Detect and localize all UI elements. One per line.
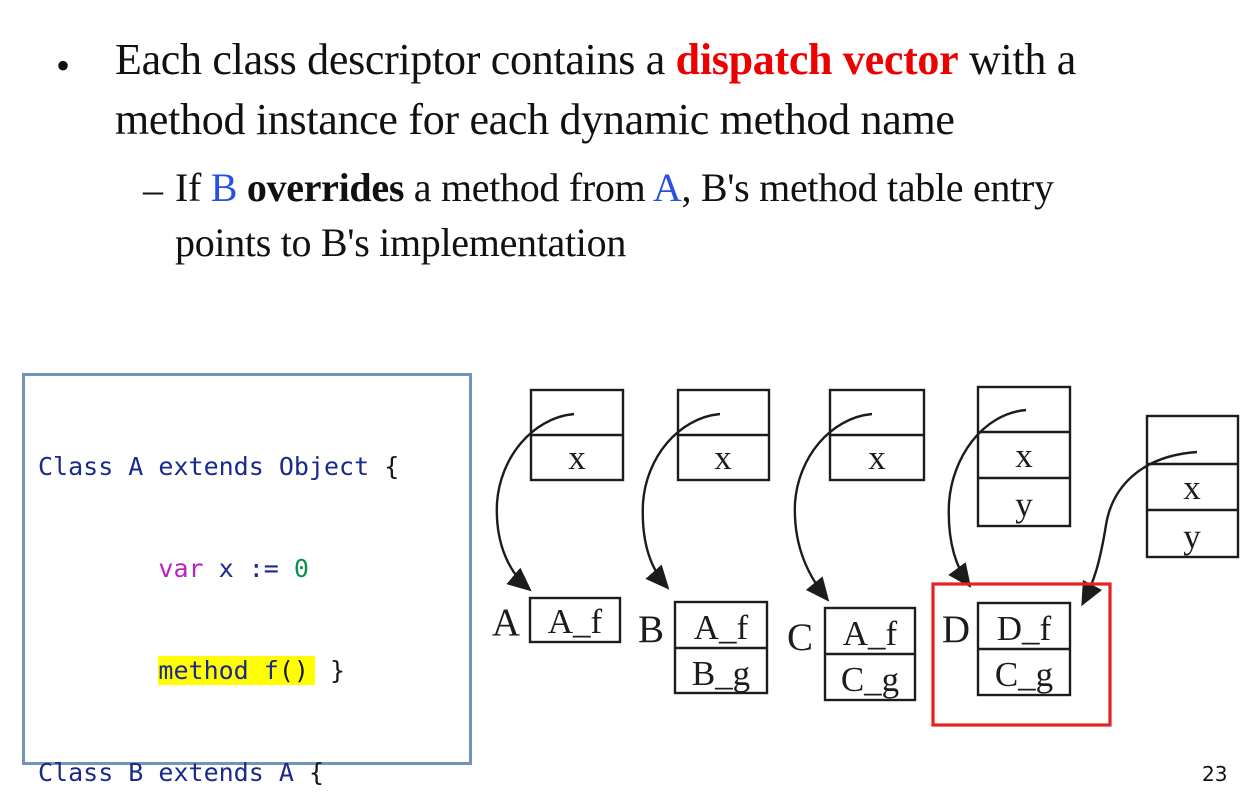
pointer-arrow-c bbox=[793, 412, 873, 602]
table-entry-a-f: A_f bbox=[548, 602, 603, 641]
bullet2-seg4: , B's method table entry bbox=[681, 165, 1054, 210]
bullet-marker: • bbox=[56, 43, 71, 88]
dispatch-vector-diagram: x x x x y x y A B C D A_f A_f B_g A_f C_… bbox=[492, 385, 1240, 727]
object-record-d2 bbox=[1145, 414, 1240, 559]
dispatch-table-b bbox=[673, 600, 769, 695]
pointer-arrow-b bbox=[641, 412, 721, 590]
dispatch-table-c bbox=[823, 606, 917, 702]
code-line-var-x: var x := 0 bbox=[158, 554, 309, 583]
field-x-label: x bbox=[568, 438, 586, 477]
bullet1-text: Each class descriptor contains a dispatc… bbox=[115, 30, 1245, 150]
class-letter-d: D bbox=[942, 608, 970, 651]
bullet2-seg1: If bbox=[175, 165, 211, 210]
object-record-b bbox=[676, 388, 771, 482]
dispatch-table-d bbox=[976, 601, 1072, 697]
pointer-arrow-a bbox=[495, 412, 575, 592]
bullet1-seg3: method instance for each dynamic method … bbox=[115, 95, 955, 144]
field-x-label: x bbox=[1183, 468, 1201, 507]
table-entry-d-f: D_f bbox=[997, 609, 1052, 648]
class-a-reference: A bbox=[652, 165, 682, 210]
object-record-d bbox=[976, 385, 1072, 528]
field-x-label: x bbox=[868, 438, 886, 477]
page-number: 23 bbox=[1202, 762, 1228, 786]
bullet1-seg2: with a bbox=[958, 35, 1077, 84]
dispatch-vector-highlight: dispatch vector bbox=[675, 35, 959, 84]
code-line-class-a: Class A extends Object { bbox=[38, 452, 400, 481]
code-line-class-b: Class B extends A { bbox=[38, 758, 324, 787]
bullet2-seg3: a method from bbox=[404, 165, 653, 210]
object-record-c bbox=[828, 388, 926, 482]
sub-bullet-marker: – bbox=[143, 167, 163, 212]
bullet2-text: If B overrides a method from A, B's meth… bbox=[175, 160, 1235, 270]
class-letter-b: B bbox=[638, 608, 664, 651]
table-entry-b-g: B_g bbox=[692, 654, 750, 693]
class-b-reference: B bbox=[210, 165, 238, 210]
table-entry-a-f: A_f bbox=[694, 608, 749, 647]
class-letter-a: A bbox=[492, 601, 520, 644]
field-y-label: y bbox=[1015, 485, 1033, 524]
field-y-label: y bbox=[1183, 517, 1201, 556]
field-x-label: x bbox=[1015, 436, 1033, 475]
dispatch-table-a bbox=[528, 596, 622, 644]
field-x-label: x bbox=[714, 438, 732, 477]
code-snippet-panel: Class A extends Object { var x := 0 meth… bbox=[22, 373, 472, 787]
overrides-emphasis: overrides bbox=[246, 165, 405, 210]
pointer-arrow-d2 bbox=[1081, 450, 1198, 607]
pointer-arrow-d bbox=[947, 408, 1027, 588]
object-record-a bbox=[529, 388, 625, 482]
table-entry-c-g: C_g bbox=[995, 655, 1053, 694]
table-entry-a-f: A_f bbox=[843, 614, 898, 653]
bullet2-seg2 bbox=[237, 165, 247, 210]
class-letter-c: C bbox=[787, 616, 813, 659]
bullet1-seg1: Each class descriptor contains a bbox=[115, 35, 676, 84]
table-entry-c-g: C_g bbox=[841, 660, 899, 699]
red-highlight-rectangle bbox=[931, 582, 1112, 727]
bullet2-seg5: points to B's implementation bbox=[175, 220, 627, 265]
yellow-highlight: method f() bbox=[158, 656, 315, 685]
code-line-method-f-a: method f() } bbox=[158, 656, 346, 685]
